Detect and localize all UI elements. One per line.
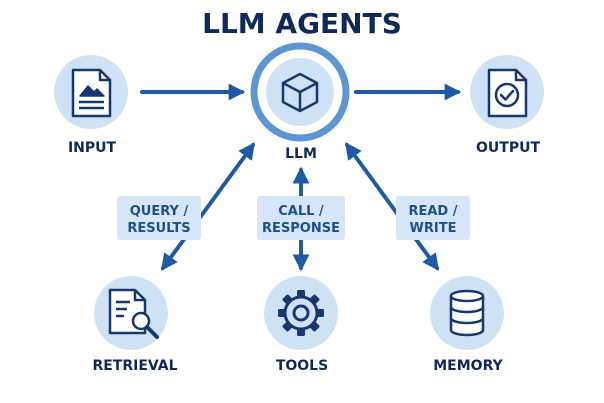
node-label-llm: LLM [285, 146, 317, 162]
edge-label-read-write: READ / WRITE [396, 196, 470, 240]
node-label-input: INPUT [68, 140, 117, 156]
node-memory: MEMORY [430, 276, 504, 374]
document-search-icon [108, 288, 159, 339]
gear-icon [278, 290, 324, 336]
edge-label-line: QUERY / [130, 204, 189, 219]
edge-label-line: WRITE [410, 221, 457, 236]
edge-label-call-response: CALL / RESPONSE [257, 196, 345, 240]
document-check-icon [487, 68, 528, 118]
node-tools: TOOLS [264, 276, 338, 374]
node-llm: LLM [250, 42, 350, 162]
cube-icon [281, 72, 319, 113]
node-label-output: OUTPUT [476, 140, 540, 156]
edge-label-line: READ / [408, 204, 457, 219]
document-image-icon [71, 68, 112, 118]
edge-label-line: RESPONSE [262, 221, 340, 236]
edge-label-query-results: QUERY / RESULTS [117, 196, 201, 240]
database-icon [449, 289, 485, 337]
node-label-memory: MEMORY [433, 358, 503, 374]
arrow-llm-retrieval [161, 142, 255, 271]
edge-label-line: RESULTS [127, 221, 190, 236]
connectors [140, 83, 462, 272]
node-label-tools: TOOLS [276, 358, 328, 374]
node-label-retrieval: RETRIEVAL [92, 358, 177, 374]
edge-label-line: CALL / [278, 204, 324, 219]
node-output: OUTPUT [470, 55, 544, 156]
arrow-llm-memory [345, 142, 439, 271]
node-retrieval: RETRIEVAL [92, 276, 178, 374]
diagram-title: LLM AGENTS [202, 7, 402, 40]
node-input: INPUT [54, 55, 128, 156]
